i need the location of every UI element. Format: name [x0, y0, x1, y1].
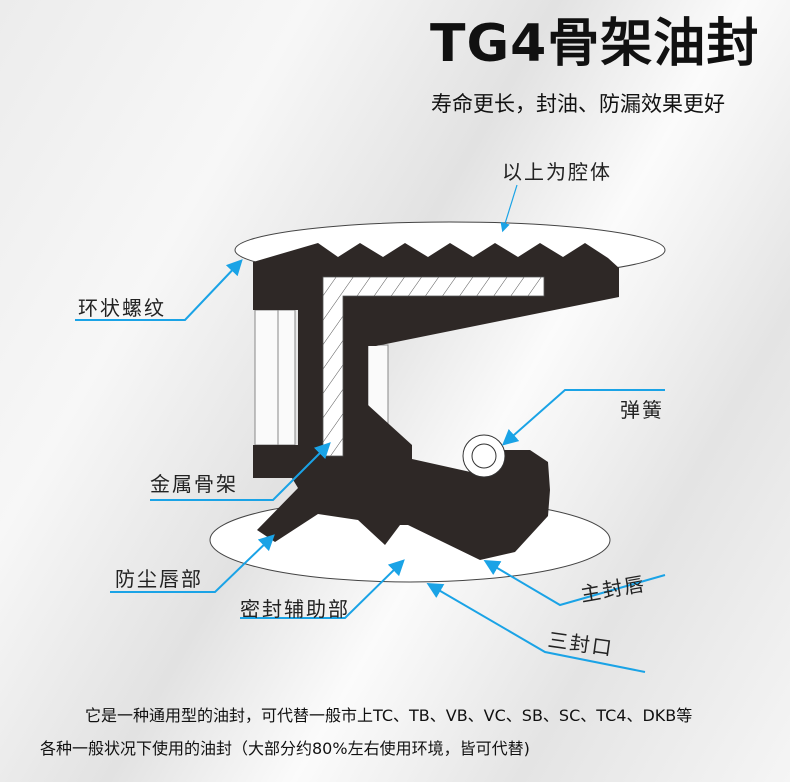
rubber-body	[253, 243, 619, 560]
label-spring: 弹簧	[620, 398, 664, 422]
label-ring-thread: 环状螺纹	[78, 296, 166, 320]
label-cavity: 以上为腔体	[502, 160, 612, 184]
description-line-2: 各种一般状况下使用的油封（大部分约80%左右使用环境，皆可代替)	[40, 739, 530, 758]
label-seal-aux: 密封辅助部	[240, 597, 350, 621]
label-metal-frame: 金属骨架	[150, 472, 238, 496]
label-dust-lip: 防尘唇部	[115, 567, 203, 591]
page-subtitle: 寿命更长，封油、防漏效果更好	[431, 92, 725, 116]
page-title: TG4骨架油封	[430, 14, 760, 74]
description-line-1: 它是一种通用型的油封，可代替一般市上TC、TB、VB、VC、SB、SC、TC4、…	[85, 706, 693, 725]
spring-inner	[471, 443, 497, 469]
